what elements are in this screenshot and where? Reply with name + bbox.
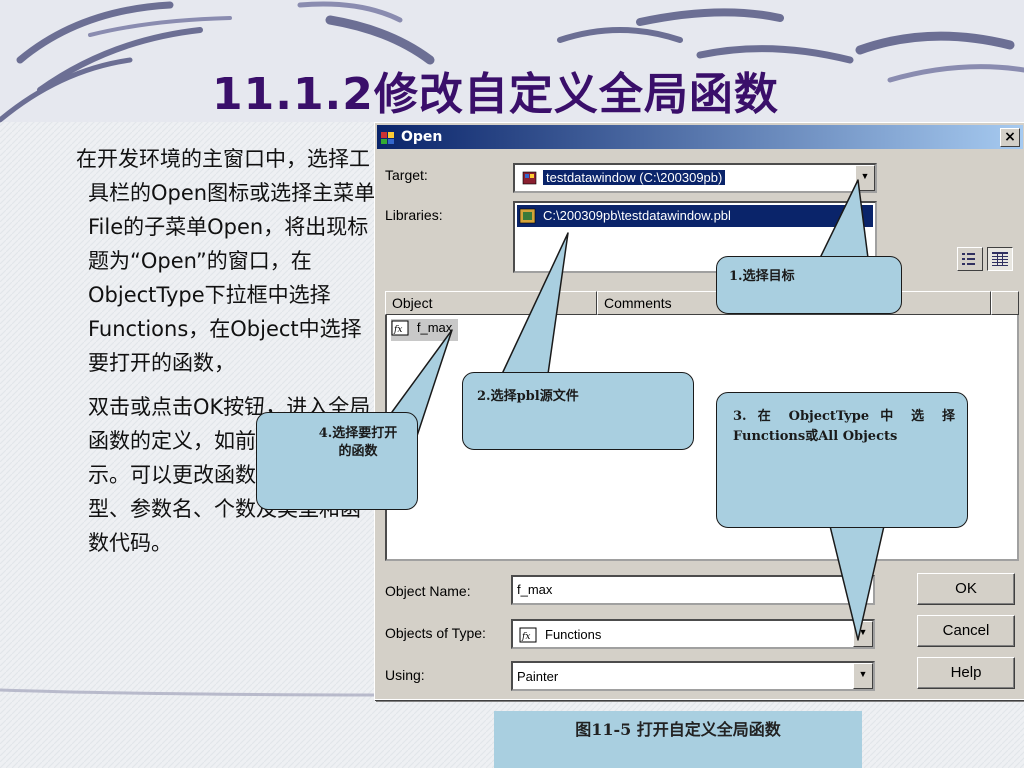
callout-1-pointer: [819, 179, 869, 259]
libraries-list[interactable]: C:\200309pb\testdatawindow.pbl: [513, 201, 877, 273]
close-button[interactable]: ×: [1000, 128, 1020, 147]
ok-button[interactable]: OK: [917, 573, 1015, 605]
library-path: C:\200309pb\testdatawindow.pbl: [543, 208, 731, 223]
target-value: testdatawindow (C:\200309pb): [543, 170, 726, 185]
callout-4: 4.选择要打开的函数: [256, 412, 418, 510]
function-icon: fx: [519, 627, 537, 643]
target-label: Target:: [385, 167, 428, 183]
object-name-label: Object Name:: [385, 583, 471, 599]
libraries-label: Libraries:: [385, 207, 443, 223]
using-combo[interactable]: Painter ▼: [511, 661, 875, 691]
column-header-spare: [991, 291, 1019, 315]
chevron-down-icon[interactable]: ▼: [853, 663, 873, 689]
callout-1: 1.选择目标: [716, 256, 902, 314]
target-combo[interactable]: testdatawindow (C:\200309pb) ▼: [513, 163, 877, 193]
svg-text:fx: fx: [521, 632, 530, 642]
cancel-button[interactable]: Cancel: [917, 615, 1015, 647]
body-paragraph-1: 在开发环境的主窗口中，选择工具栏的Open图标或选择主菜单File的子菜单Ope…: [76, 147, 376, 375]
list-item-f-max[interactable]: fx f_max: [391, 319, 459, 341]
dialog-titlebar[interactable]: Open ×: [377, 125, 1023, 149]
list-view-button[interactable]: [957, 247, 983, 271]
database-icon: [522, 171, 537, 185]
help-button[interactable]: Help: [917, 657, 1015, 689]
list-view-icon: [962, 253, 975, 265]
detail-view-icon: [992, 252, 1008, 266]
slide-title: 11.1.2修改自定义全局函数: [212, 69, 779, 120]
object-list-header: Object Comments: [385, 291, 1019, 315]
object-name: f_max: [416, 320, 453, 335]
using-value: Painter: [517, 669, 559, 684]
callout-3-text: 3. 在 ObjectType 中 选 择 Functions或All Obje…: [733, 409, 955, 444]
callout-3-pointer: [829, 525, 885, 641]
figure-caption: 图11-5 打开自定义全局函数: [494, 711, 862, 768]
chevron-down-icon[interactable]: ▼: [855, 165, 875, 191]
open-icon: [381, 132, 394, 144]
callout-3: 3. 在 ObjectType 中 选 择 Functions或All Obje…: [716, 392, 968, 528]
svg-text:fx: fx: [393, 325, 402, 335]
callout-4-text: 4.选择要打开的函数: [318, 426, 398, 459]
objects-of-type-label: Objects of Type:: [385, 625, 486, 641]
objects-of-type-value: Functions: [545, 627, 602, 642]
using-label: Using:: [385, 667, 425, 683]
function-icon: fx: [391, 320, 409, 336]
object-name-input[interactable]: f_max: [511, 575, 875, 605]
callout-2-pointer: [501, 232, 569, 375]
callout-2: 2.选择pbl源文件: [462, 372, 694, 450]
column-header-object[interactable]: Object: [385, 291, 597, 315]
library-icon: [519, 208, 536, 224]
detail-view-button[interactable]: [987, 247, 1013, 271]
library-item[interactable]: C:\200309pb\testdatawindow.pbl: [517, 205, 873, 227]
callout-1-text: 1.选择目标: [729, 269, 795, 284]
callout-2-text: 2.选择pbl源文件: [477, 389, 579, 404]
dialog-title: Open: [401, 129, 443, 145]
